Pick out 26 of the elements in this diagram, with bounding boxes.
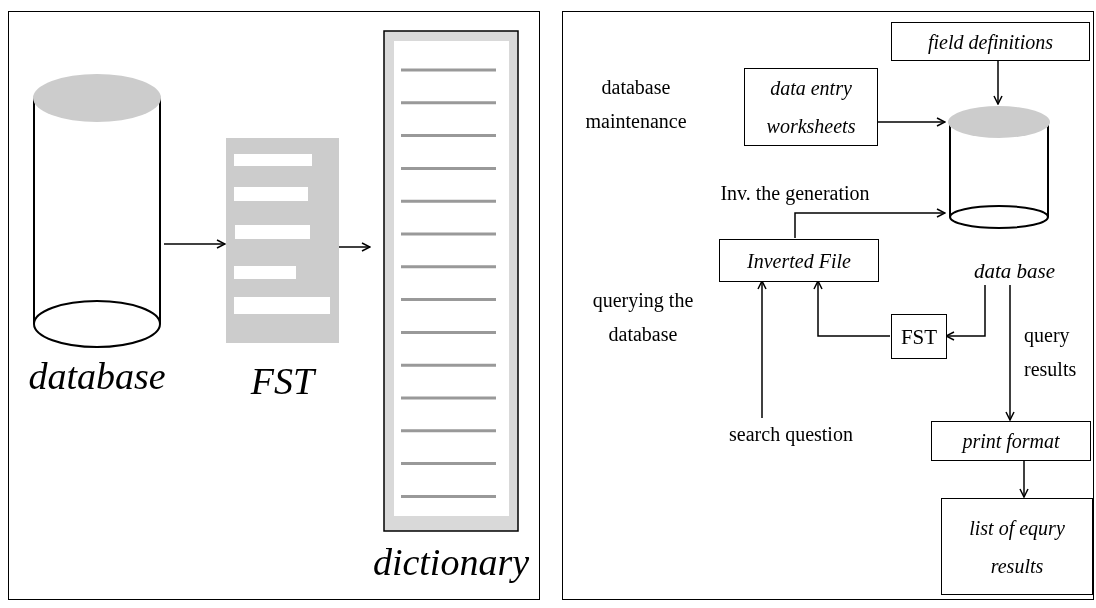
- process-box: FST: [891, 314, 947, 359]
- panel-frame: [8, 11, 540, 600]
- process-box: Inverted File: [719, 239, 879, 282]
- document-label: FST: [250, 359, 315, 404]
- cylinder-label: database: [28, 354, 166, 399]
- input-label: search question: [729, 422, 853, 447]
- process-box: print format: [931, 421, 1091, 461]
- note-text: Inv. the generation: [719, 181, 871, 207]
- arrow: [993, 59, 1003, 105]
- process-box: data entry worksheets: [744, 68, 878, 146]
- arrow: [876, 117, 946, 127]
- arrow: [945, 284, 986, 341]
- arrow: [1019, 459, 1029, 498]
- cylinder-label: data base: [974, 259, 1056, 283]
- note-text: database maintenance: [584, 75, 688, 134]
- arrow: [813, 280, 891, 337]
- arrow: [794, 208, 946, 239]
- dictionary-label: dictionary: [372, 540, 530, 585]
- arrow: [163, 239, 226, 249]
- process-box: field definitions: [891, 22, 1090, 61]
- note-text: querying the database: [591, 288, 695, 347]
- note-text: query results: [1024, 323, 1078, 382]
- arrow: [1005, 284, 1015, 421]
- process-box: list of equry results: [941, 498, 1093, 595]
- panel-frame: [562, 11, 1094, 600]
- arrow: [757, 280, 767, 419]
